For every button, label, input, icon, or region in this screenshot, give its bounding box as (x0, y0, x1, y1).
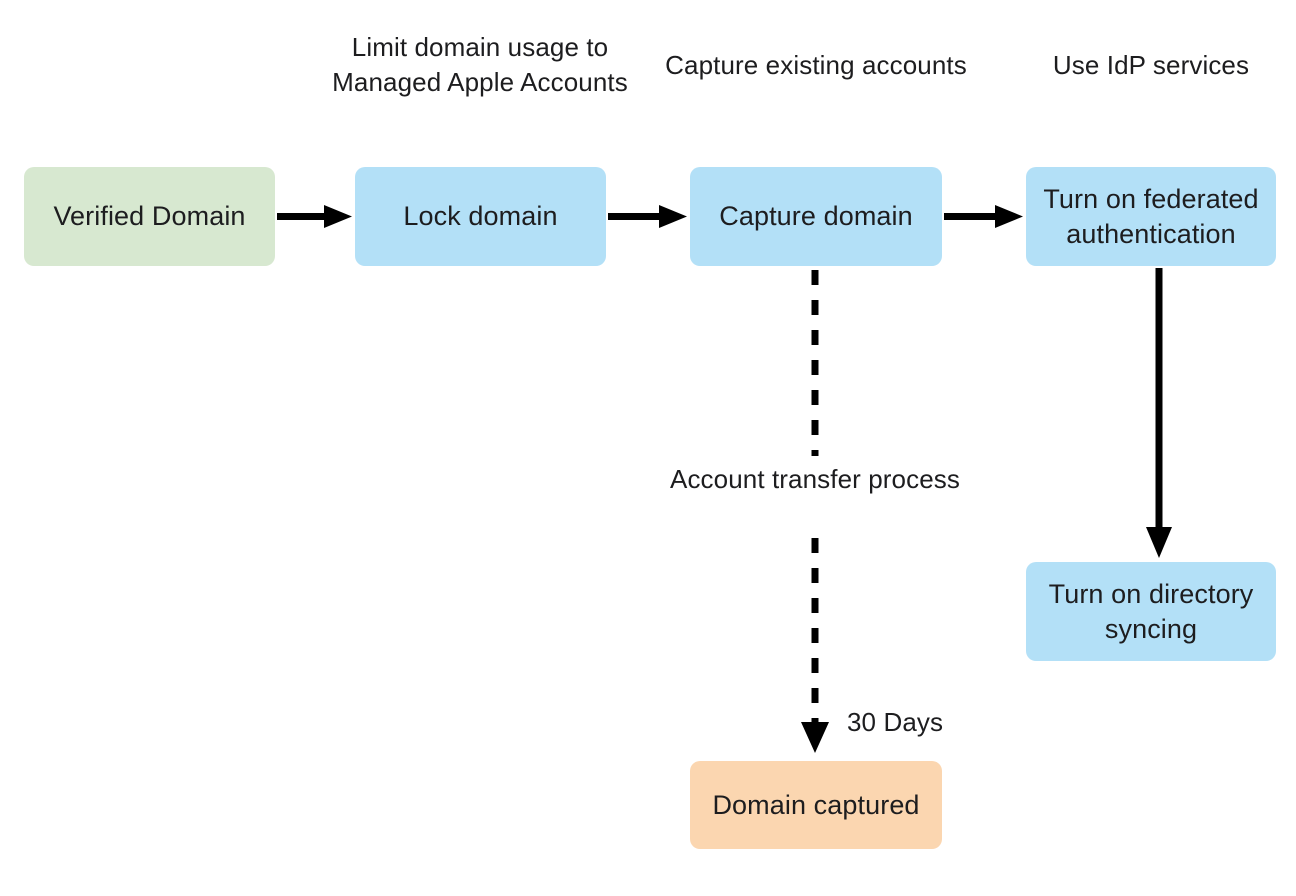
caption-lock-domain: Limit domain usage to Managed Apple Acco… (332, 32, 628, 97)
node-domain-captured[interactable]: Domain captured (690, 761, 942, 849)
node-capture-domain[interactable]: Capture domain (690, 167, 942, 266)
node-federated-auth[interactable]: Turn on federated authentication (1026, 167, 1276, 266)
label-account-transfer: Account transfer process (670, 464, 960, 494)
label-30-days: 30 Days (847, 707, 944, 737)
edge-verified-to-lock (277, 205, 352, 228)
caption-capture-domain: Capture existing accounts (665, 50, 967, 80)
caption-federated-auth: Use IdP services (1052, 50, 1250, 80)
node-verified-domain[interactable]: Verified Domain (24, 167, 275, 266)
edge-federated-to-directory (1146, 268, 1172, 558)
node-lock-domain[interactable]: Lock domain (355, 167, 606, 266)
edge-capture-to-federated (944, 205, 1023, 228)
node-directory-sync[interactable]: Turn on directory syncing (1026, 562, 1276, 661)
edge-lock-to-capture (608, 205, 687, 228)
edge-capture-to-captured (801, 270, 829, 753)
